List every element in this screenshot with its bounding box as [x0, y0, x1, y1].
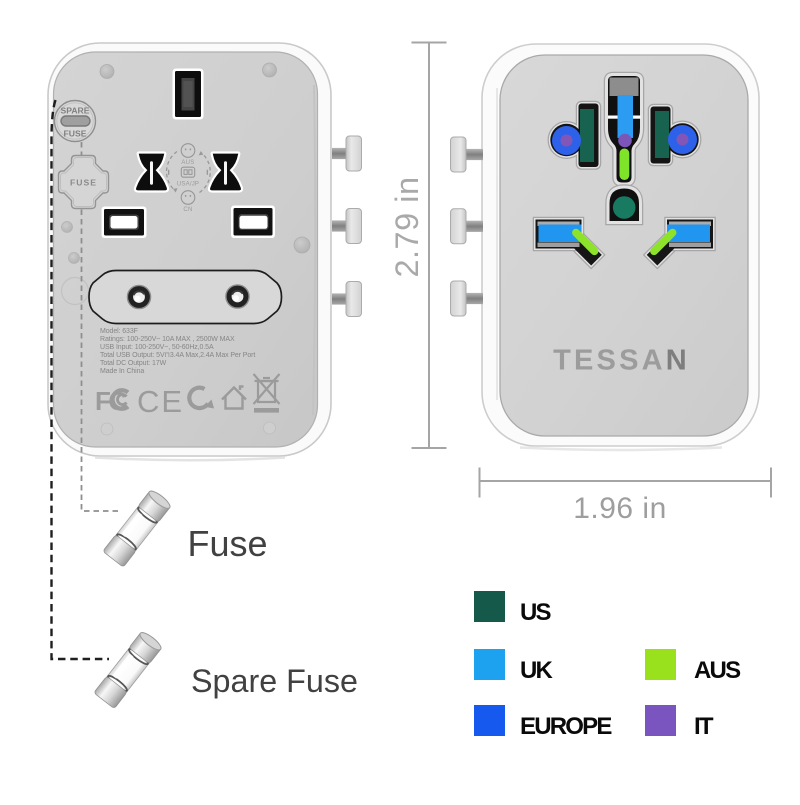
svg-text:AUS: AUS: [181, 160, 194, 166]
svg-text:USA/JP: USA/JP: [177, 182, 199, 188]
svg-text:Spare Fuse: Spare Fuse: [191, 663, 358, 699]
svg-text:Total DC Output: 17W: Total DC Output: 17W: [100, 360, 167, 367]
svg-text:EUROPE: EUROPE: [520, 713, 612, 740]
svg-text:Ratings: 100-250V~ 10A MAX , 2: Ratings: 100-250V~ 10A MAX , 2500W MAX: [100, 336, 235, 343]
svg-text:Made In China: Made In China: [100, 368, 144, 375]
svg-text:SPARE: SPARE: [61, 106, 90, 116]
svg-text:FUSE: FUSE: [64, 129, 87, 139]
svg-text:Model: 633F: Model: 633F: [100, 328, 138, 335]
svg-text:USB Input: 100-250V~, 50-60Hz,: USB Input: 100-250V~, 50-60Hz,0.5A: [100, 344, 214, 351]
svg-text:US: US: [520, 599, 552, 626]
svg-text:UK: UK: [520, 657, 554, 684]
svg-text:TESSAN: TESSAN: [553, 345, 690, 377]
svg-text:Fuse: Fuse: [188, 523, 268, 564]
svg-text:2.79 in: 2.79 in: [389, 176, 425, 277]
svg-text:1.96 in: 1.96 in: [573, 492, 667, 525]
svg-text:FUSE: FUSE: [70, 178, 97, 188]
svg-text:Total USB Output: 5V⊓3.4A Max,: Total USB Output: 5V⊓3.4A Max,2.4A Max P…: [100, 352, 255, 359]
svg-text:CN: CN: [183, 207, 192, 213]
svg-text:AUS: AUS: [694, 657, 741, 684]
svg-text:IT: IT: [694, 713, 714, 740]
svg-text:CE: CE: [137, 384, 184, 419]
